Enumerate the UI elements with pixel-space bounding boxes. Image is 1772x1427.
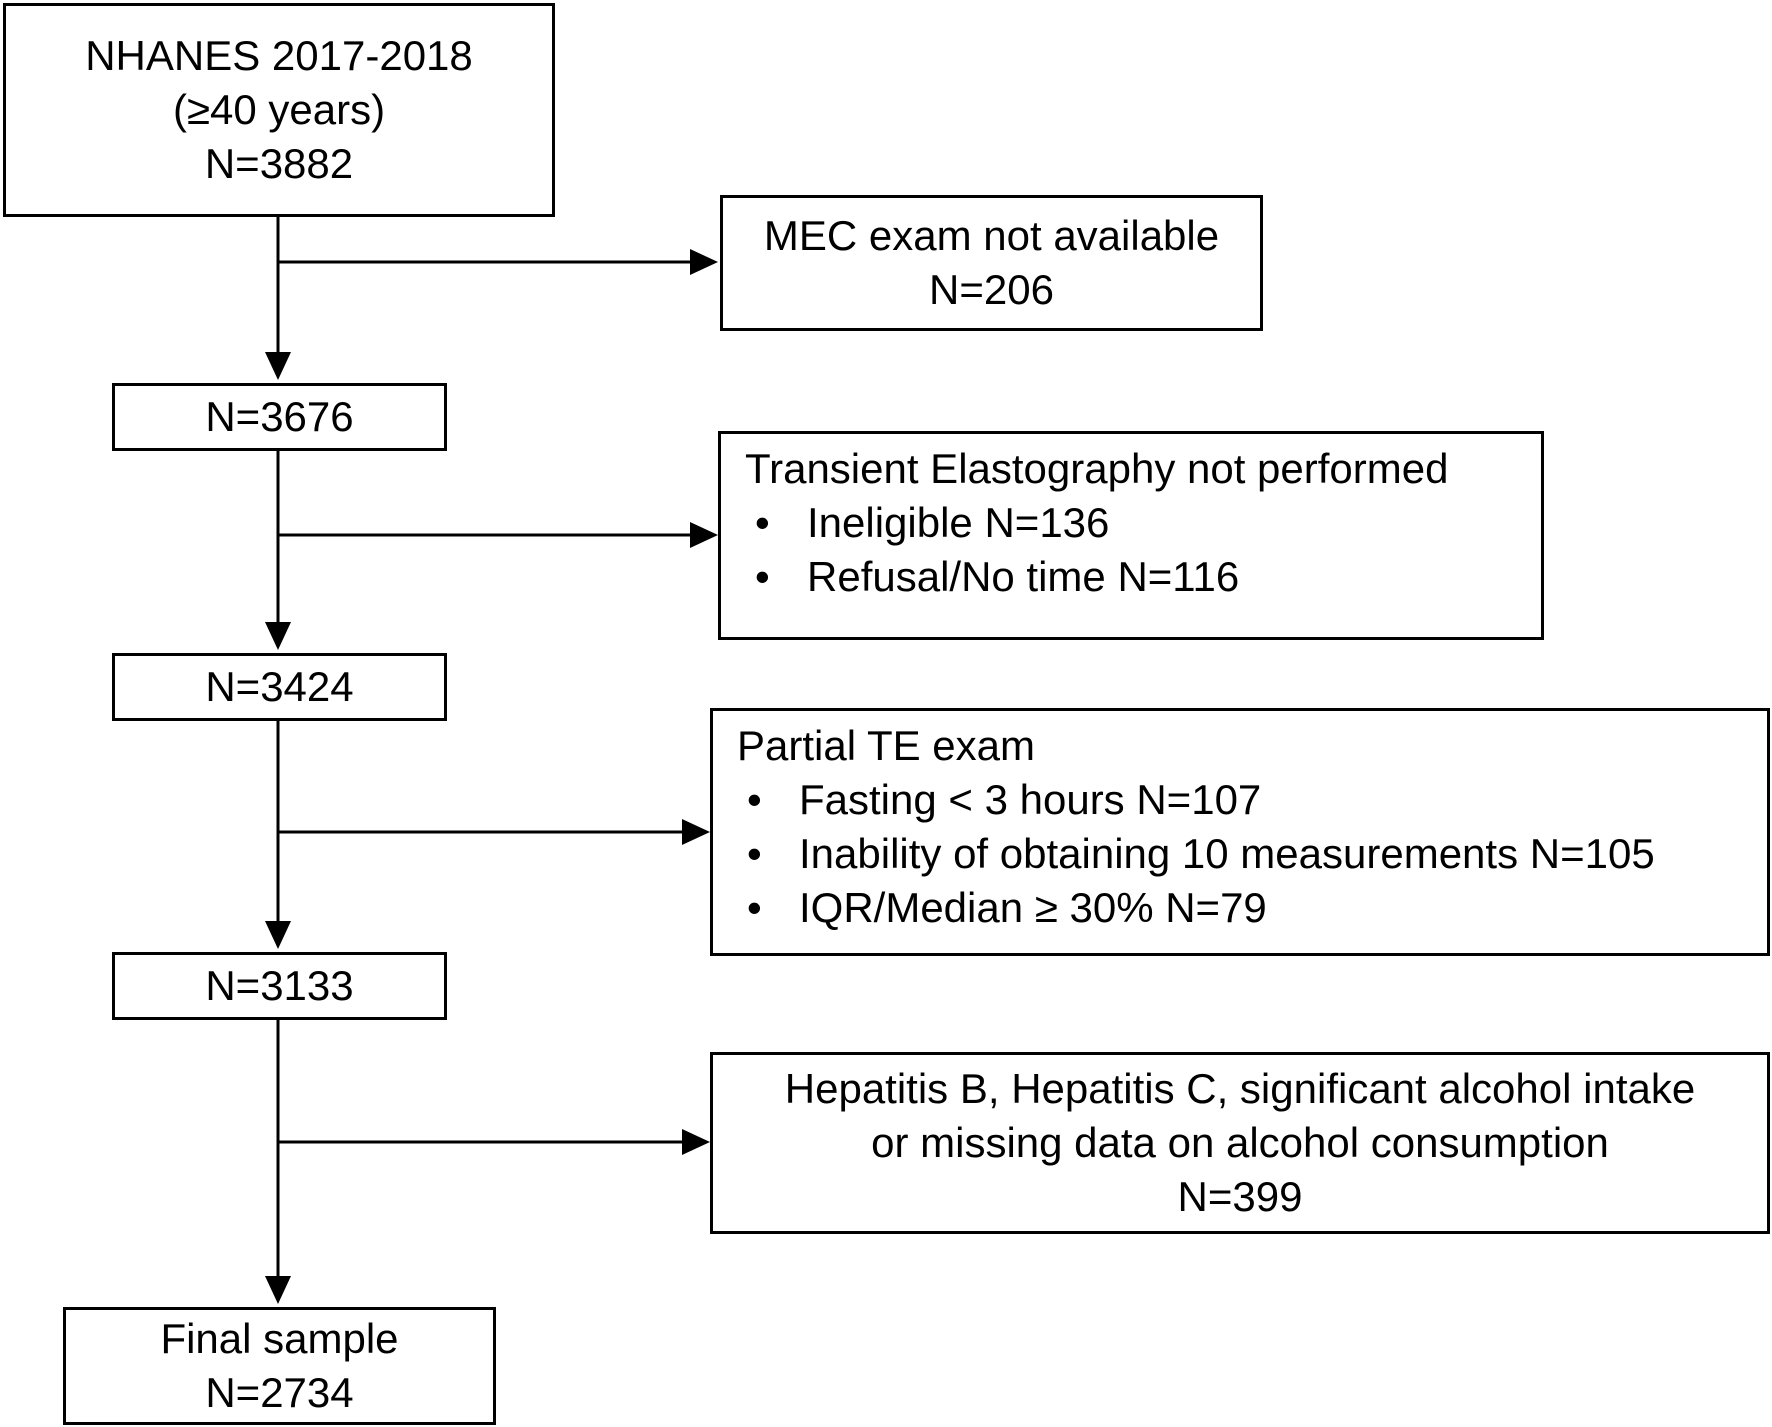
arrowhead-hepatitis	[682, 1129, 710, 1155]
start-line-1: NHANES 2017-2018	[85, 32, 473, 79]
arrowhead-step1	[265, 352, 291, 380]
step3-label: N=3133	[205, 962, 354, 1009]
final-box: Final sample N=2734	[63, 1307, 496, 1425]
partial-te-bullet-text: Fasting < 3 hours N=107	[799, 776, 1262, 823]
te-not-performed-box: Transient Elastography not performed • I…	[718, 431, 1544, 640]
arrowhead-step3	[265, 921, 291, 949]
partial-te-bullet-row: • IQR/Median ≥ 30% N=79	[737, 881, 1767, 935]
partial-te-bullet-row: • Fasting < 3 hours N=107	[737, 773, 1767, 827]
hepatitis-line-2: or missing data on alcohol consumption	[871, 1119, 1609, 1166]
step3-box: N=3133	[112, 952, 447, 1020]
mec-exclusion-box: MEC exam not available N=206	[720, 195, 1263, 331]
mec-line-1: MEC exam not available	[763, 212, 1220, 259]
step2-label: N=3424	[205, 663, 354, 710]
final-line-2: N=2734	[205, 1369, 354, 1416]
hepatitis-line-1: Hepatitis B, Hepatitis C, significant al…	[784, 1065, 1696, 1112]
partial-te-bullet-text: Inability of obtaining 10 measurements N…	[799, 830, 1655, 877]
partial-te-title: Partial TE exam	[737, 722, 1035, 769]
bullet-icon: •	[747, 776, 762, 823]
start-box: NHANES 2017-2018 (≥40 years) N=3882	[3, 3, 555, 217]
partial-te-bullet-row: • Inability of obtaining 10 measurements…	[737, 827, 1767, 881]
bullet-icon: •	[755, 553, 770, 600]
mec-line-2: N=206	[929, 266, 1054, 313]
partial-te-box: Partial TE exam • Fasting < 3 hours N=10…	[710, 708, 1770, 956]
step2-box: N=3424	[112, 653, 447, 721]
arrowhead-partial-te	[682, 819, 710, 845]
bullet-icon: •	[747, 884, 762, 931]
bullet-icon: •	[755, 499, 770, 546]
step1-label: N=3676	[205, 393, 354, 440]
hepatitis-exclusion-box: Hepatitis B, Hepatitis C, significant al…	[710, 1052, 1770, 1234]
step1-box: N=3676	[112, 383, 447, 451]
arrowhead-te-not-performed	[690, 522, 718, 548]
te-bullet-row: • Refusal/No time N=116	[745, 550, 1541, 604]
te-bullet-text: Refusal/No time N=116	[807, 553, 1240, 600]
arrowhead-step2	[265, 622, 291, 650]
hepatitis-line-3: N=399	[1177, 1173, 1303, 1220]
bullet-icon: •	[747, 830, 762, 877]
te-bullet-row: • Ineligible N=136	[745, 496, 1541, 550]
partial-te-bullet-text: IQR/Median ≥ 30% N=79	[799, 884, 1267, 931]
final-line-1: Final sample	[160, 1315, 399, 1362]
te-not-performed-title: Transient Elastography not performed	[745, 445, 1449, 492]
arrowhead-final	[265, 1276, 291, 1304]
start-line-3: N=3882	[204, 140, 354, 187]
te-bullet-text: Ineligible N=136	[807, 499, 1110, 546]
arrowhead-mec	[690, 249, 718, 275]
start-line-2: (≥40 years)	[172, 86, 386, 133]
